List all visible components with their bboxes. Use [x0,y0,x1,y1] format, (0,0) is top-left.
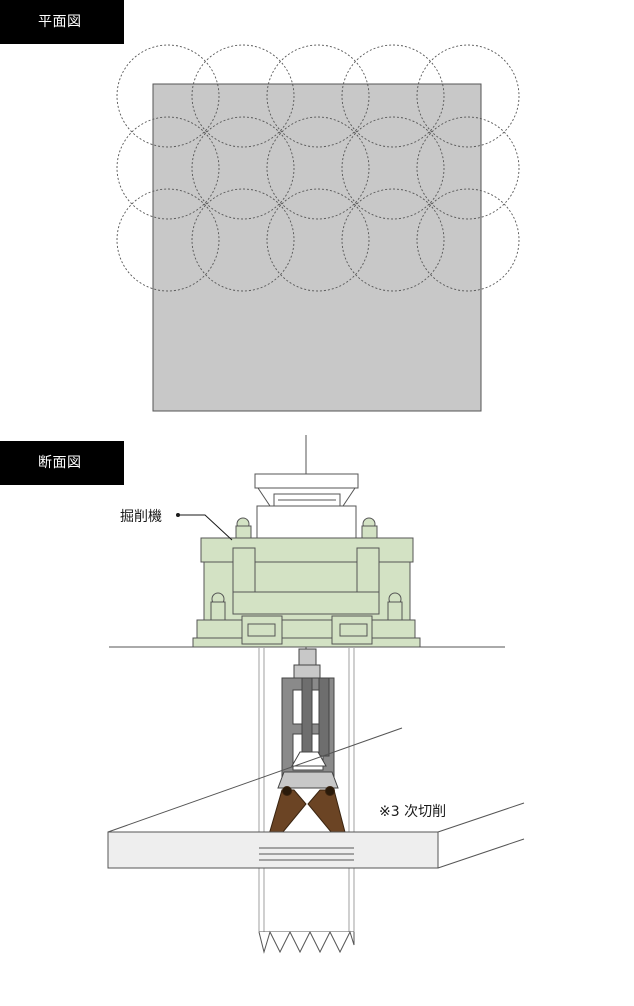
excavation-circle-grid [116,44,520,292]
excavation-circle [191,188,295,292]
cut-slab [107,727,525,869]
plan-view-title: 平面図 [0,0,124,44]
excavation-circle [266,116,370,220]
excavation-circle [116,188,220,292]
excavation-circle [266,44,370,148]
section-view-title: 断面図 [0,441,124,485]
excavation-circle [416,44,520,148]
machine-top-housing [254,473,359,539]
plan-area [152,83,482,412]
excavation-circle [116,116,220,220]
excavation-circle [191,44,295,148]
cutting-blades [267,786,347,839]
excavator-body [192,517,421,648]
cutter-head [277,648,339,789]
plan-view-drawing [116,44,520,412]
casing-teeth [258,930,355,954]
excavation-circle [116,44,220,148]
third-cut-label: ※3 次切削 [379,804,447,820]
excavation-circle [341,44,445,148]
excavator-label: 掘削機 [120,509,162,525]
machine-leader-line [176,513,233,541]
excavation-circle [416,116,520,220]
excavation-circle [341,116,445,220]
excavation-circle [191,116,295,220]
excavation-circle [266,188,370,292]
shaft-guide-lines [258,648,355,932]
excavation-circle [341,188,445,292]
excavation-circle [416,188,520,292]
